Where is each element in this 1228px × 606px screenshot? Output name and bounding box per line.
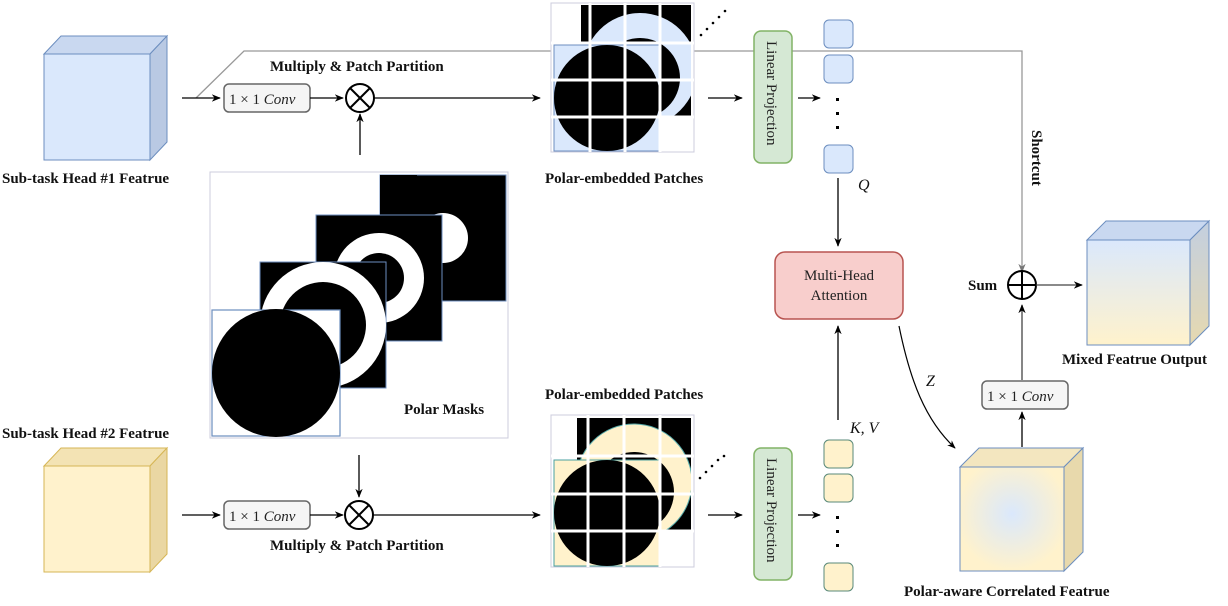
linear-projection-bottom: Linear Projection	[753, 447, 793, 581]
multiply-icon-1	[345, 83, 375, 113]
svg-text:Attention: Attention	[811, 288, 868, 304]
sum-label: Sum	[968, 278, 998, 294]
mixed-output-cube	[1085, 219, 1211, 347]
q-label: Q	[858, 177, 870, 194]
output-conv-box: 1 × 1 Conv	[981, 380, 1069, 410]
patches-top-label: Polar-embedded Patches	[545, 171, 703, 187]
mixed-output-label: Mixed Featrue Output	[1062, 352, 1207, 368]
polar-masks-label: Polar Masks	[404, 402, 484, 418]
multiply-patch-label-1: Multiply & Patch Partition	[270, 59, 444, 75]
multiply-icon-2	[344, 500, 374, 530]
kv-label: K, V	[849, 420, 881, 437]
multiply-patch-label-2: Multiply & Patch Partition	[270, 538, 444, 554]
head1-feature-cube	[42, 34, 169, 162]
head1-feature-label: Sub-task Head #1 Featrue	[2, 171, 169, 187]
svg-text:1 × 1 Conv: 1 × 1 Conv	[229, 509, 296, 525]
sum-icon	[1007, 270, 1037, 300]
linear-projection-top: Linear Projection	[753, 30, 793, 164]
svg-text:Linear Projection: Linear Projection	[763, 458, 779, 563]
svg-text:1 × 1 Conv: 1 × 1 Conv	[987, 389, 1054, 405]
key-value-tokens	[823, 439, 854, 592]
head2-feature-cube	[42, 446, 169, 574]
svg-text:1 × 1 Conv: 1 × 1 Conv	[229, 92, 296, 108]
head2-conv-box: 1 × 1 Conv	[223, 500, 311, 530]
correlated-feature-label: Polar-aware Correlated Featrue	[904, 584, 1110, 600]
z-label: Z	[926, 373, 936, 390]
shortcut-label: Shortcut	[1028, 130, 1044, 186]
patches-top	[550, 2, 727, 153]
patches-bottom	[550, 414, 726, 568]
multi-head-attention-box: Multi-Head Attention	[774, 251, 904, 320]
head1-conv-box: 1 × 1 Conv	[223, 83, 311, 113]
svg-text:Multi-Head: Multi-Head	[804, 268, 874, 284]
correlated-feature-cube	[958, 446, 1085, 573]
svg-text:Linear Projection: Linear Projection	[763, 41, 779, 146]
query-tokens	[823, 19, 854, 174]
polar-masks-panel	[209, 171, 509, 439]
patches-bottom-label: Polar-embedded Patches	[545, 387, 703, 403]
z-connector	[898, 325, 956, 449]
head2-feature-label: Sub-task Head #2 Featrue	[2, 426, 169, 442]
